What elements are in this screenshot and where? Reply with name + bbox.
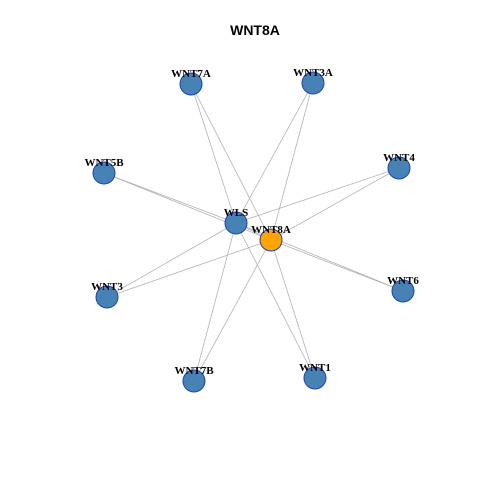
node-wnt6[interactable]: WNT6: [387, 275, 419, 303]
node-circle-wnt7b[interactable]: [182, 369, 206, 393]
node-label-wnt8a: WNT8A: [251, 224, 291, 236]
edge-wnt8a-wnt1: [270, 239, 316, 379]
node-circle-wnt7a[interactable]: [179, 72, 203, 96]
edge-wls-wnt1: [235, 222, 316, 379]
node-circle-wnt4[interactable]: [387, 156, 411, 180]
edge-wls-wnt4: [235, 167, 400, 224]
edge-wls-wnt7b: [193, 222, 237, 382]
edge-wnt8a-wnt7b: [193, 239, 272, 382]
node-label-wnt1: WNT1: [299, 362, 331, 374]
edge-wnt8a-wnt3a: [270, 82, 314, 241]
node-wnt3a[interactable]: WNT3A: [293, 67, 333, 95]
node-wnt7a[interactable]: WNT7A: [171, 68, 211, 96]
edge-wls-wnt5b: [103, 172, 237, 224]
node-label-wnt5b: WNT5B: [84, 157, 124, 169]
node-circle-wls[interactable]: [224, 211, 248, 235]
node-wnt7b[interactable]: WNT7B: [174, 365, 214, 393]
node-label-wnt4: WNT4: [383, 152, 415, 164]
node-label-wnt3: WNT3: [91, 281, 123, 293]
edge-wls-wnt3a: [235, 82, 314, 224]
node-circle-wnt6[interactable]: [391, 279, 415, 303]
node-wls[interactable]: WLS: [224, 207, 248, 235]
node-wnt3[interactable]: WNT3: [91, 281, 123, 309]
node-circle-wnt3a[interactable]: [301, 71, 325, 95]
node-label-wnt7b: WNT7B: [174, 365, 214, 377]
edge-wnt8a-wnt4: [270, 167, 400, 241]
node-label-wnt7a: WNT7A: [171, 68, 211, 80]
diagram-title: WNT8A: [230, 22, 280, 38]
node-wnt4[interactable]: WNT4: [383, 152, 415, 180]
node-circle-wnt3[interactable]: [95, 285, 119, 309]
node-circle-wnt1[interactable]: [303, 366, 327, 390]
node-wnt8a[interactable]: WNT8A: [251, 224, 291, 252]
node-circle-wnt8a[interactable]: [259, 228, 283, 252]
edge-wnt8a-wnt7a: [190, 83, 272, 241]
node-circle-wnt5b[interactable]: [92, 161, 116, 185]
node-wnt5b[interactable]: WNT5B: [84, 157, 124, 185]
node-label-wls: WLS: [224, 207, 248, 219]
edge-wnt8a-wnt6: [270, 239, 404, 292]
edge-wls-wnt7a: [190, 83, 237, 224]
edge-wnt8a-wnt3: [106, 239, 272, 298]
edge-wls-wnt3: [106, 222, 237, 298]
node-label-wnt3a: WNT3A: [293, 67, 333, 79]
node-label-wnt6: WNT6: [387, 275, 419, 287]
node-wnt1[interactable]: WNT1: [299, 362, 331, 390]
